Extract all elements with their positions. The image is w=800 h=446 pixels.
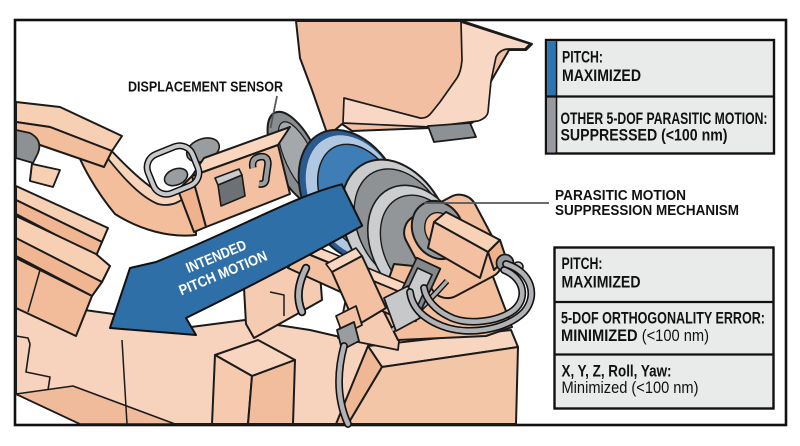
svg-text:MAXIMIZED: MAXIMIZED (562, 273, 641, 292)
svg-text:DISPLACEMENT SENSOR: DISPLACEMENT SENSOR (128, 79, 283, 96)
svg-text:PARASITIC MOTION: PARASITIC MOTION (555, 187, 686, 204)
svg-text:MINIMIZED (<100 nm): MINIMIZED (<100 nm) (561, 326, 709, 345)
svg-text:MAXIMIZED: MAXIMIZED (562, 66, 641, 85)
svg-text:Minimized (<100 nm): Minimized (<100 nm) (562, 378, 699, 397)
svg-text:OTHER 5-DOF PARASITIC MOTION:: OTHER 5-DOF PARASITIC MOTION: (561, 109, 768, 128)
svg-text:PITCH:: PITCH: (562, 48, 603, 67)
svg-text:SUPPRESSED (<100 nm): SUPPRESSED (<100 nm) (561, 126, 728, 145)
svg-text:PITCH:: PITCH: (562, 254, 603, 273)
svg-text:5-DOF ORTHOGONALITY ERROR:: 5-DOF ORTHOGONALITY ERROR: (561, 309, 765, 328)
svg-text:SUPPRESSION MECHANISM: SUPPRESSION MECHANISM (555, 202, 739, 219)
svg-text:X, Y, Z, Roll, Yaw:: X, Y, Z, Roll, Yaw: (562, 362, 672, 381)
